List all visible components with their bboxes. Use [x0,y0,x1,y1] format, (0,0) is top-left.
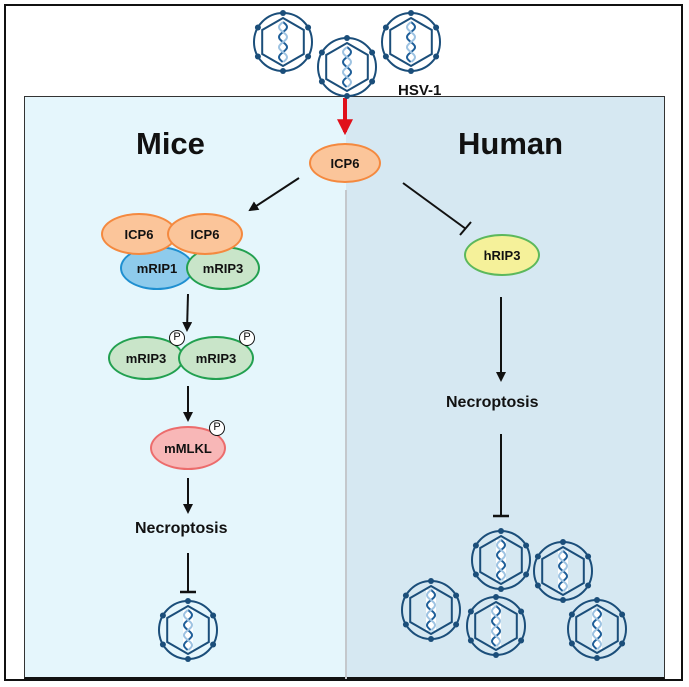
human-necroptosis-label: Necroptosis [446,394,539,411]
mice-necroptosis-label: Necroptosis [135,520,228,537]
icp6-complex-node-2: ICP6 [167,213,243,255]
hsv1-label: HSV-1 [398,82,442,99]
mmlkl-node: mMLKL [150,426,226,470]
virus-human-1-icon [471,528,531,592]
virus-human-3-icon [401,578,461,642]
virus-human-4-icon [466,594,526,658]
icp6-inhibits-hrip3-bar [459,221,472,236]
virus-human-2-icon [533,539,593,603]
human-title: Human [458,126,564,161]
virus-human-5-icon [567,597,627,661]
icp6-node: ICP6 [309,143,381,183]
virus-mice-icon [158,598,218,662]
hrip3-node: hRIP3 [464,234,540,276]
virus-top-1-icon [253,10,313,74]
virus-top-3-icon [381,10,441,74]
icp6-inhibits-hrip3-line [402,182,467,230]
phospho-badge-3: P [209,420,225,436]
phospho-badge-1: P [169,330,185,346]
icp6-to-complex-arrow [248,177,300,212]
mice-panel [24,96,346,679]
panel-divider [345,190,347,679]
mice-title: Mice [136,126,205,161]
phospho-badge-2: P [239,330,255,346]
icp6-complex-node-1: ICP6 [101,213,177,255]
complex-to-dimer-arrow [182,293,193,332]
virus-top-2-icon [317,35,377,99]
